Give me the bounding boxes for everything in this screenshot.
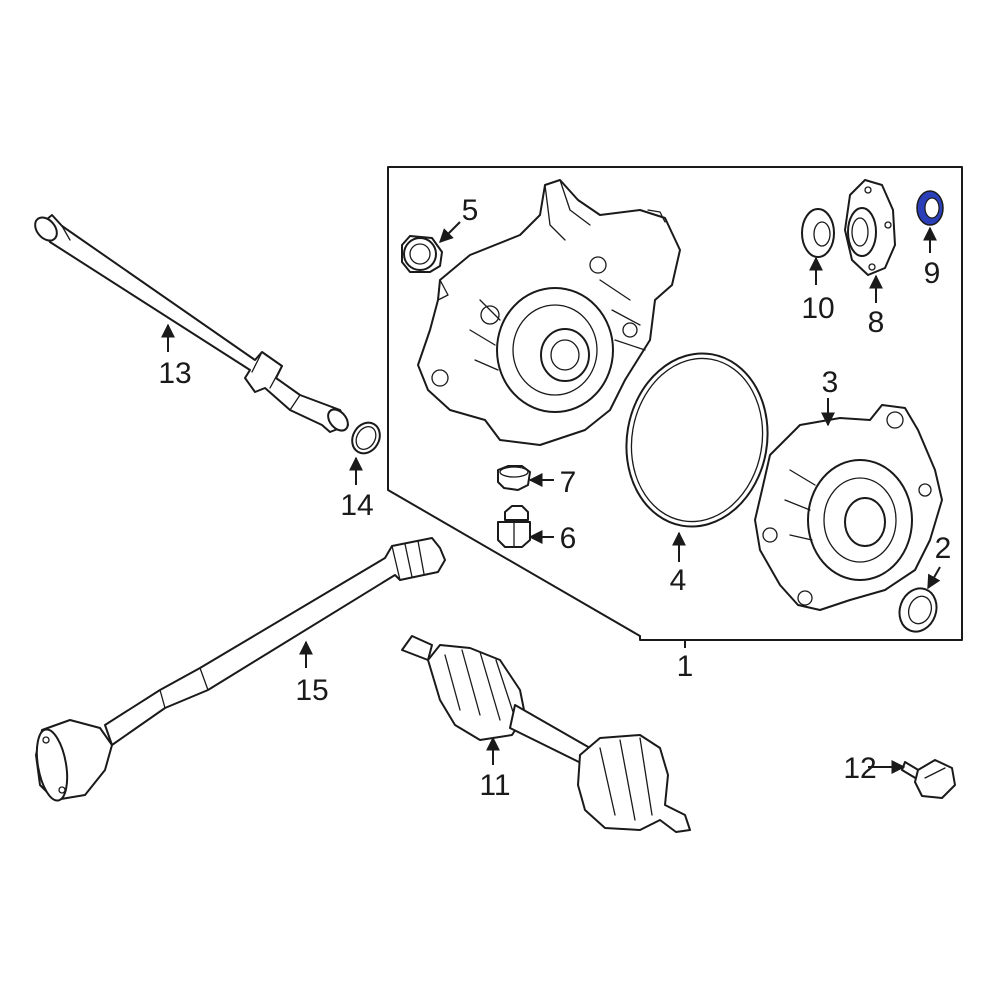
bolt-part-12[interactable]	[901, 759, 956, 799]
callout-7: 7	[560, 466, 577, 499]
snap-ring-part-14[interactable]	[347, 418, 386, 459]
cv-axle-part-11[interactable]	[401, 635, 691, 833]
callout-4: 4	[670, 564, 687, 597]
seal-part-7[interactable]	[497, 465, 531, 491]
washer-part-10[interactable]	[801, 208, 835, 258]
callout-11: 11	[479, 769, 510, 802]
callout-10: 10	[801, 292, 834, 325]
callout-5: 5	[462, 194, 479, 227]
callout-14: 14	[340, 489, 373, 522]
leader-lines	[161, 221, 941, 774]
callout-1: 1	[677, 650, 694, 683]
seal-part-2[interactable]	[894, 583, 943, 637]
callout-9: 9	[924, 257, 941, 290]
flange-part-8[interactable]	[844, 179, 896, 276]
callout-3: 3	[822, 366, 839, 399]
callout-15: 15	[295, 674, 328, 707]
callout-6: 6	[560, 522, 577, 555]
axle-shaft-part-15[interactable]	[32, 537, 446, 803]
callout-12: 12	[843, 752, 876, 785]
callout-2: 2	[935, 532, 952, 565]
callout-8: 8	[868, 306, 885, 339]
axle-shaft-part-13[interactable]	[31, 213, 352, 434]
differential-housing	[417, 179, 681, 446]
seal-part-9-highlighted[interactable]	[916, 190, 944, 226]
cover-part-3[interactable]	[754, 404, 943, 611]
plug-part-6[interactable]	[497, 505, 531, 548]
callout-13: 13	[158, 357, 191, 390]
o-ring-part-4[interactable]	[613, 342, 781, 538]
seal-part-5[interactable]	[401, 235, 443, 273]
assembly-frame	[387, 166, 963, 641]
